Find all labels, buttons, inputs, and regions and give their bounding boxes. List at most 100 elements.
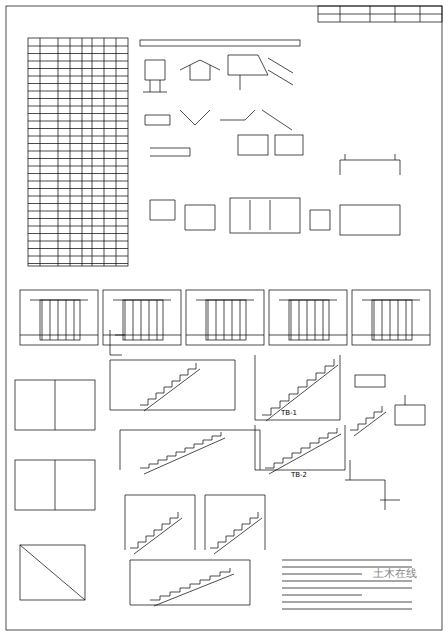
stroke: [289, 394, 290, 401]
stroke: [28, 233, 128, 234]
stroke: [140, 468, 149, 469]
stroke: [266, 365, 338, 421]
stroke: [212, 436, 213, 440]
stroke: [316, 373, 317, 380]
stroke: [350, 430, 358, 431]
outline: [352, 290, 430, 345]
stroke: [307, 380, 316, 381]
stroke: [28, 241, 128, 242]
stroke: [28, 128, 128, 129]
stroke: [176, 452, 185, 453]
stroke: [250, 518, 258, 519]
outline: [269, 290, 347, 345]
stroke: [160, 596, 170, 597]
section-row: [20, 290, 430, 345]
stroke: [190, 584, 200, 585]
stroke: [234, 530, 242, 531]
stroke: [20, 335, 98, 336]
outline: [40, 300, 80, 340]
stroke: [28, 158, 128, 159]
stroke: [154, 530, 155, 536]
stroke: [176, 452, 177, 456]
stroke: [366, 418, 374, 419]
stroke: [158, 460, 167, 461]
stroke: [298, 387, 299, 394]
stroke: [301, 448, 310, 449]
stroke: [149, 464, 158, 465]
stroke: [196, 363, 197, 369]
stroke: [358, 424, 359, 430]
stroke: [334, 359, 335, 366]
stroke: [226, 536, 227, 542]
stroke: [307, 300, 308, 340]
stroke: [138, 542, 139, 548]
stroke: [82, 38, 83, 266]
stroke: [292, 453, 293, 458]
schedule-table: [28, 38, 128, 266]
stroke: [180, 588, 190, 589]
stroke: [170, 518, 171, 524]
plan-views: [15, 330, 125, 600]
outline: [289, 300, 329, 340]
stroke: [28, 53, 128, 54]
stroke: [319, 438, 328, 439]
stroke: [146, 536, 154, 537]
outline: [123, 300, 163, 340]
stroke: [28, 143, 128, 144]
stroke: [337, 428, 338, 433]
stroke: [157, 300, 158, 340]
stroke: [280, 401, 281, 408]
stroke: [146, 536, 147, 542]
stroke: [164, 387, 165, 393]
stroke: [28, 121, 128, 122]
stroke: [323, 300, 324, 340]
stroke: [232, 300, 233, 340]
stroke: [282, 609, 412, 610]
stroke: [28, 203, 128, 204]
outline: [206, 300, 246, 340]
stroke: [141, 300, 142, 340]
stroke: [265, 468, 274, 469]
stroke: [274, 463, 275, 468]
stroke: [269, 335, 347, 336]
stroke: [374, 412, 382, 413]
stroke: [390, 300, 391, 340]
stroke: [382, 300, 383, 340]
stroke: [144, 369, 200, 411]
stair-sections: [110, 355, 425, 605]
stroke: [103, 335, 181, 336]
stroke: [28, 256, 128, 257]
stroke: [212, 436, 221, 437]
stroke: [180, 375, 188, 376]
stroke: [28, 68, 128, 69]
watermark: 土木在线: [372, 568, 418, 580]
stroke: [162, 524, 163, 530]
stroke: [28, 76, 128, 77]
stroke: [28, 136, 128, 137]
stroke: [289, 394, 298, 395]
stroke: [28, 196, 128, 197]
stroke: [374, 300, 375, 340]
stair-steps: [130, 359, 386, 606]
stroke: [58, 300, 59, 340]
stroke: [262, 415, 271, 416]
stroke: [70, 38, 71, 266]
stroke: [271, 408, 272, 415]
top-details: [140, 40, 400, 235]
stroke: [156, 393, 164, 394]
stroke: [299, 300, 300, 340]
stroke: [28, 248, 128, 249]
stroke: [172, 381, 180, 382]
outline: [372, 300, 412, 340]
stroke: [162, 524, 170, 525]
stroke: [230, 568, 231, 572]
stroke: [28, 181, 128, 182]
stroke: [167, 456, 168, 460]
stroke: [282, 595, 362, 596]
stroke: [220, 572, 230, 573]
stroke: [234, 530, 235, 536]
stroke: [138, 542, 146, 543]
stroke: [160, 596, 161, 600]
stroke: [283, 458, 292, 459]
